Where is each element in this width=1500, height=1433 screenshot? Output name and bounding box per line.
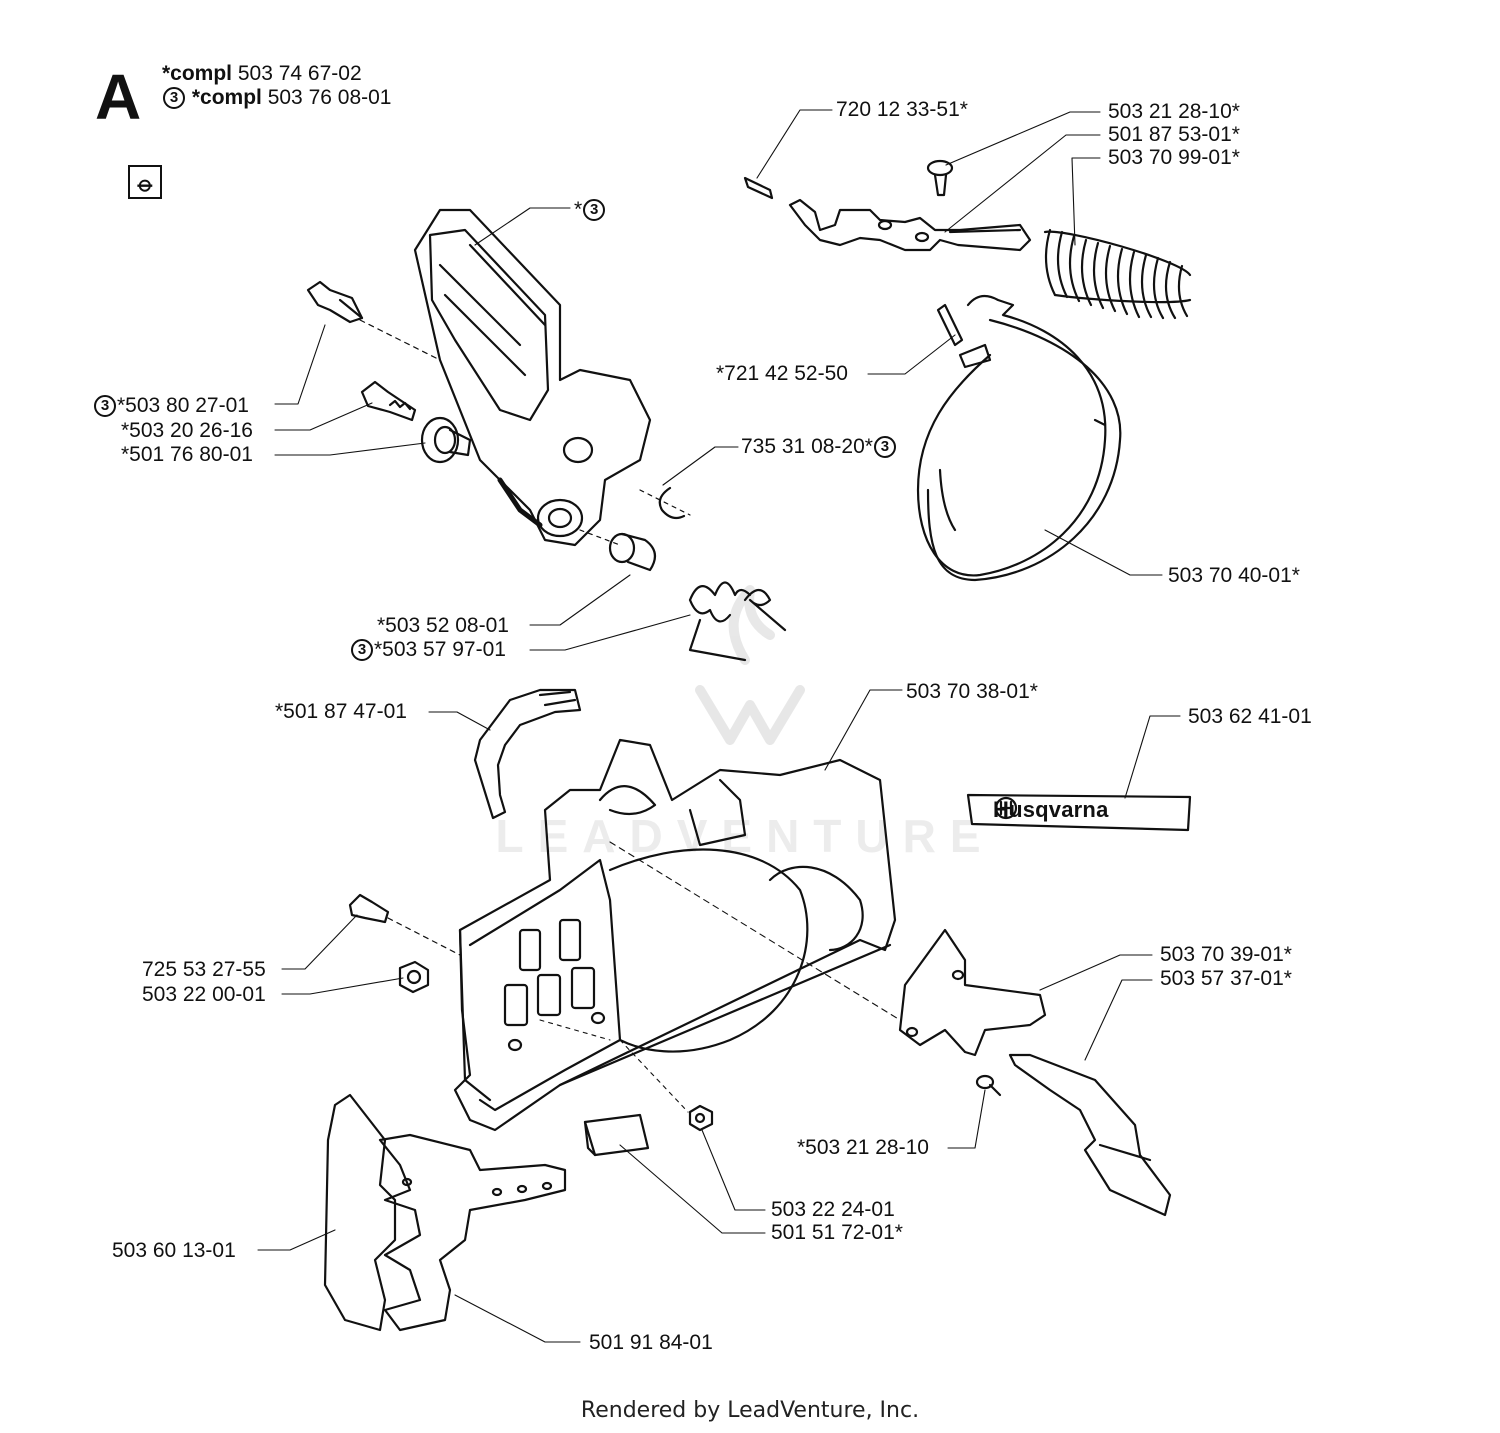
circlip <box>639 486 691 520</box>
part-label[interactable]: *3 <box>574 198 606 222</box>
part-label[interactable]: 3*503 57 97-01 <box>350 638 506 662</box>
compl-prefix: *compl <box>162 62 233 85</box>
part-label[interactable]: 503 70 99-01* <box>1108 146 1240 169</box>
part-label[interactable]: 503 21 28-10* <box>1108 100 1240 123</box>
compl-number: 503 76 08-01 <box>267 86 392 109</box>
circled-3-icon: 3 <box>94 395 116 417</box>
chain-brake-handle <box>413 208 652 547</box>
part-label[interactable]: 503 70 40-01* <box>1168 564 1300 587</box>
compl-prefix: *compl <box>191 86 262 109</box>
brake-band <box>916 294 1122 582</box>
part-label[interactable]: *721 42 52-50 <box>716 362 848 385</box>
part-label[interactable]: *501 76 80-01 <box>121 443 253 466</box>
spring-pin <box>936 303 964 347</box>
chain-catcher-bracket <box>898 928 1047 1057</box>
part-number: *503 80 27-01 <box>117 394 249 417</box>
leader-lines <box>257 109 1181 1343</box>
part-label[interactable]: *503 52 08-01 <box>377 614 509 637</box>
coil-spring <box>1043 228 1192 320</box>
brand-decal <box>966 793 1192 832</box>
circled-3-icon: 3 <box>163 87 185 109</box>
pivot-bushing <box>579 529 657 572</box>
circled-3-icon: 3 <box>583 199 606 221</box>
part-label[interactable]: 503 70 39-01* <box>1160 943 1292 966</box>
filter-pad <box>583 1113 650 1157</box>
wrench-info-icon: ⦵ <box>128 165 162 199</box>
part-label[interactable]: 725 53 27-55 <box>142 958 266 981</box>
part-label[interactable]: 503 22 24-01 <box>771 1198 895 1221</box>
part-label[interactable]: 720 12 33-51* <box>836 98 968 121</box>
part-label[interactable]: 3*503 80 27-01 <box>93 394 249 418</box>
part-label[interactable]: 503 70 38-01* <box>906 680 1038 703</box>
chain-guide-plate <box>473 688 582 820</box>
chain-catcher <box>1008 1053 1172 1217</box>
guard-plate <box>323 1093 397 1332</box>
circled-3-icon: 3 <box>351 639 373 661</box>
part-label[interactable]: 503 60 13-01 <box>112 1239 236 1262</box>
bushing-washer <box>420 416 472 464</box>
watermark-logo <box>695 585 805 745</box>
asterisk: * <box>574 198 583 221</box>
part-label[interactable]: 503 62 41-01 <box>1188 705 1312 728</box>
part-label[interactable]: 501 87 53-01* <box>1108 123 1240 146</box>
part-label[interactable]: *501 87 47-01 <box>275 700 407 723</box>
part-label[interactable]: 503 22 00-01 <box>142 983 266 1006</box>
part-label[interactable]: 503 57 37-01* <box>1160 967 1292 990</box>
part-label[interactable]: *503 21 28-10 <box>797 1136 929 1159</box>
part-label[interactable]: 501 91 84-01 <box>589 1331 713 1354</box>
small-screw-bottom <box>975 1074 1002 1097</box>
complete-assembly-2: 3 *compl 503 76 08-01 <box>162 86 391 110</box>
bar-guide-plate <box>378 1133 567 1332</box>
part-label[interactable]: 501 51 72-01* <box>771 1221 903 1244</box>
compl-number: 503 74 67-02 <box>237 62 362 85</box>
small-screw-top <box>926 159 954 197</box>
part-number: *503 57 97-01 <box>374 638 506 661</box>
footer-credit: Rendered by LeadVenture, Inc. <box>580 1398 920 1423</box>
hex-bolt <box>348 893 461 956</box>
section-letter: A <box>95 61 142 133</box>
small-nut <box>688 1104 714 1132</box>
part-label[interactable]: 735 31 08-20*3 <box>741 435 897 459</box>
brake-lever-linkage <box>743 176 1032 252</box>
circled-3-icon: 3 <box>873 436 896 458</box>
brand-decal-text: Husqvarna <box>993 797 1109 822</box>
torsion-spring <box>688 581 787 662</box>
complete-assembly-1: *compl 503 74 67-02 <box>162 62 362 86</box>
part-number: 735 31 08-20* <box>741 435 873 458</box>
clutch-cover <box>453 738 897 1132</box>
flange-nut <box>398 960 430 994</box>
part-label[interactable]: *503 20 26-16 <box>121 419 253 442</box>
shoulder-bolt <box>306 280 441 361</box>
cap-screw <box>360 380 417 422</box>
